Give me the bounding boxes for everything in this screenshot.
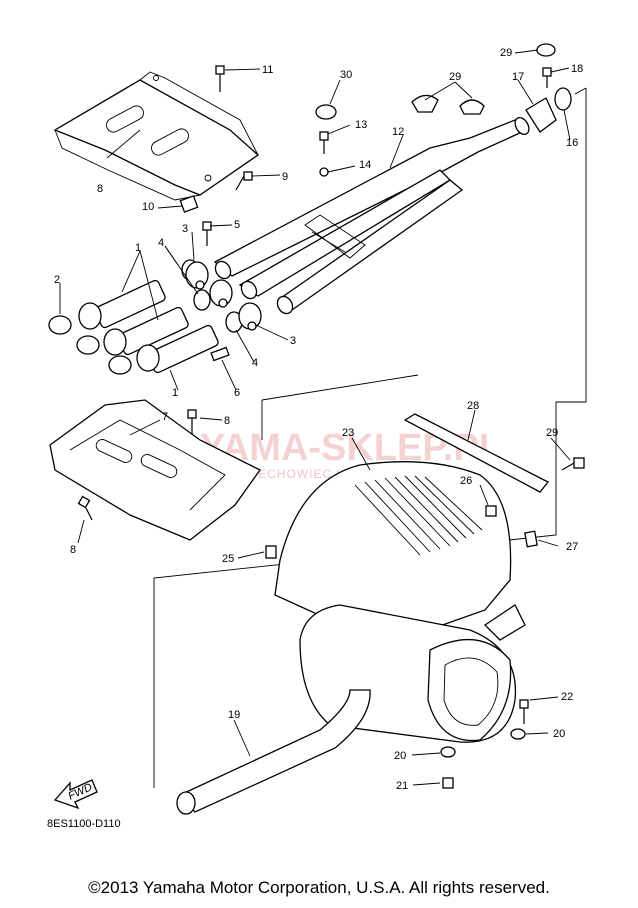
callout-27: 29: [546, 427, 558, 439]
exhaust-pipe-assembly: [213, 116, 530, 315]
callout-26: 28: [467, 400, 479, 412]
callout-14: 13: [355, 119, 367, 131]
callout-8a: 8: [224, 415, 230, 427]
callout-7: 7: [162, 411, 168, 423]
callout-13: 12: [392, 126, 404, 138]
exhaust-parts-diagram: YAMA-SKLEP.PL MOTOTECHOWIEC | DEALER YAM…: [47, 43, 587, 830]
callout-2: 2: [54, 274, 60, 286]
callout-21: 21: [396, 780, 408, 792]
callout-3a: 3: [182, 223, 188, 235]
callout-labels: 11 30 29 29 18 17 16 12 13 14 9 8 10 5 3…: [54, 47, 583, 792]
copyright-notice: ©2013 Yamaha Motor Corporation, U.S.A. A…: [88, 878, 550, 897]
bellows-pipes: [48, 279, 230, 375]
callout-10: 9: [282, 171, 288, 183]
callout-18: 18: [571, 63, 583, 75]
callout-29b: 29: [500, 47, 512, 59]
heat-shield-lower: [49, 399, 261, 541]
callout-23: 23: [342, 427, 354, 439]
leader-lines: [59, 49, 571, 786]
callout-24: 25: [222, 553, 234, 565]
callout-20b: 20: [394, 750, 406, 762]
callout-16: 16: [566, 137, 578, 149]
frame-lines: [153, 87, 587, 788]
callout-17: 17: [512, 71, 524, 83]
callout-1a: 1: [135, 242, 141, 254]
callout-20a: 20: [553, 728, 565, 740]
callout-22: 22: [561, 691, 573, 703]
callout-12: 11: [262, 64, 273, 76]
callout-29a: 29: [449, 71, 461, 83]
tail-pipe: [176, 689, 371, 815]
callout-30: 30: [340, 69, 352, 81]
callout-8b: 8: [70, 544, 76, 556]
callout-15: 14: [359, 159, 371, 171]
grommets-and-bracket: [315, 43, 572, 133]
callout-19: 19: [228, 709, 240, 721]
callout-4b: 4: [252, 357, 258, 369]
callout-4a: 4: [158, 237, 164, 249]
small-fasteners: [77, 65, 329, 521]
callout-3b: 3: [290, 335, 296, 347]
callout-11: 10: [142, 201, 154, 213]
callout-5: 5: [234, 219, 240, 231]
callout-1b: 1: [172, 387, 178, 399]
heat-shield-upper: [53, 71, 260, 213]
pipe-clamps-and-gaskets: [181, 259, 262, 333]
forward-arrow-icon: FWD: [53, 779, 98, 810]
muffler-bracket: [403, 413, 585, 548]
callout-25: 26: [460, 475, 472, 487]
callout-6: 6: [234, 387, 240, 399]
callout-9: 8: [97, 183, 103, 195]
callout-28: 27: [566, 541, 578, 553]
diagram-code: 8ES1100-D110: [47, 818, 121, 830]
